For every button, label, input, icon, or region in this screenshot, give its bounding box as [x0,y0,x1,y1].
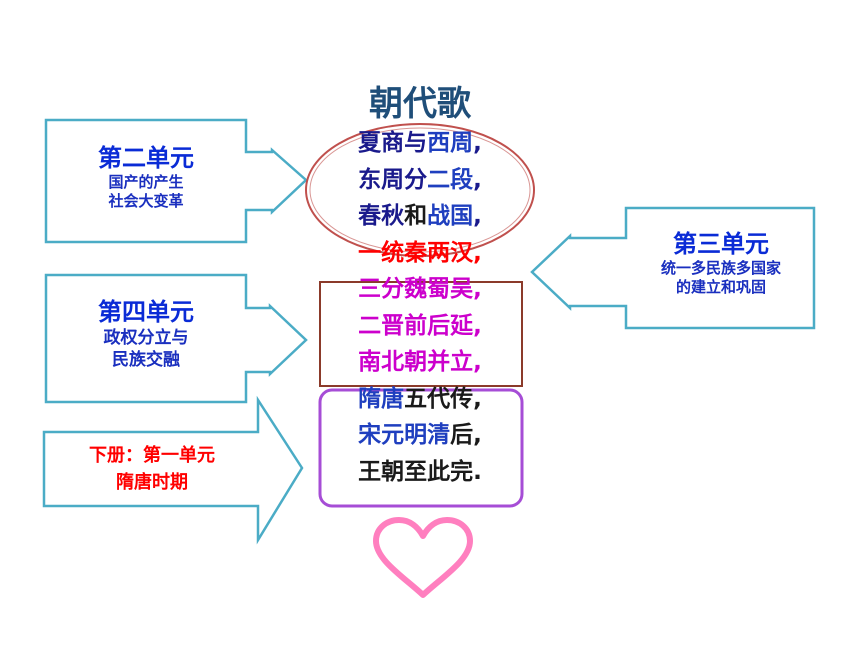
poem-segment: 五代传, [404,385,482,412]
unit3-label: 第三单元 统一多民族多国家 的建立和巩固 [632,229,810,297]
unit4-label: 第四单元 政权分立与 民族交融 [56,297,236,371]
unit2-line2: 社会大变革 [108,192,184,210]
book2-line2: 隋唐时期 [116,472,188,493]
unit4-title: 第四单元 [98,298,194,326]
book2-callout-arrow [42,395,304,545]
poem-title: 朝代歌 [369,84,471,124]
poem-line: 南北朝并立, [330,347,510,377]
poem-segment: 南北朝并立, [358,349,482,375]
unit4-line2: 民族交融 [112,350,180,370]
unit2-label: 第二单元 国产的产生 社会大变革 [56,143,236,211]
heart-icon [373,517,473,598]
poem-segment: , [473,203,482,229]
unit4-callout-arrow [44,273,308,404]
poem-segment: 西周 [427,130,474,156]
poem-line: 东周分二段, [330,165,510,195]
poem-segment: 东周分 [358,166,428,193]
book2-line1: 下册：第一单元 [89,445,215,466]
poem-line: 宋元明清后, [330,420,510,450]
poem-segment: , [473,130,482,156]
early-dynasties-ellipse-inner [309,127,531,253]
poem-segment: , [473,166,482,193]
unit3-callout-arrow [530,206,816,330]
poem-line: 春秋和战国, [330,201,510,231]
unit2-title: 第二单元 [98,144,194,172]
poem-segment: 二段 [427,166,474,193]
poem-segment: 二晋前后延, [358,312,482,339]
unit3-line2: 的建立和巩固 [675,278,766,296]
poem-segment: 三分魏蜀吴, [358,276,482,302]
unit3-title: 第三单元 [673,230,769,258]
poem-line: 三分魏蜀吴, [330,274,510,304]
poem-segment: 一统秦两汉, [358,239,482,266]
poem-line: 二晋前后延, [330,311,510,341]
poem-line: 隋唐五代传, [330,384,510,414]
poem-segment: 和 [404,203,428,229]
unit4-line1: 政权分立与 [103,328,189,348]
poem-line: 一统秦两汉, [330,238,510,268]
poem-segment: 春秋 [358,203,405,229]
poem-segment: 隋唐 [358,385,405,412]
poem-line: 王朝至此完. [330,457,510,487]
later-dynasties-box [318,388,524,508]
poem-segment: 战国 [427,203,474,229]
unit3-line1: 统一多民族多国家 [660,259,781,277]
unit2-line1: 国产的产生 [108,173,184,191]
poem-segment: 王朝至此完. [358,458,482,485]
early-dynasties-ellipse [305,123,535,257]
poem-line: 夏商与西周, [330,128,510,158]
poem-segment: 宋元明清 [358,422,451,448]
poem-segment: 后, [450,422,482,448]
unit2-callout-arrow [44,118,308,244]
division-period-box [319,281,523,387]
book2-label: 下册：第一单元 隋唐时期 [52,442,252,496]
poem-segment: 夏商与 [358,130,428,156]
